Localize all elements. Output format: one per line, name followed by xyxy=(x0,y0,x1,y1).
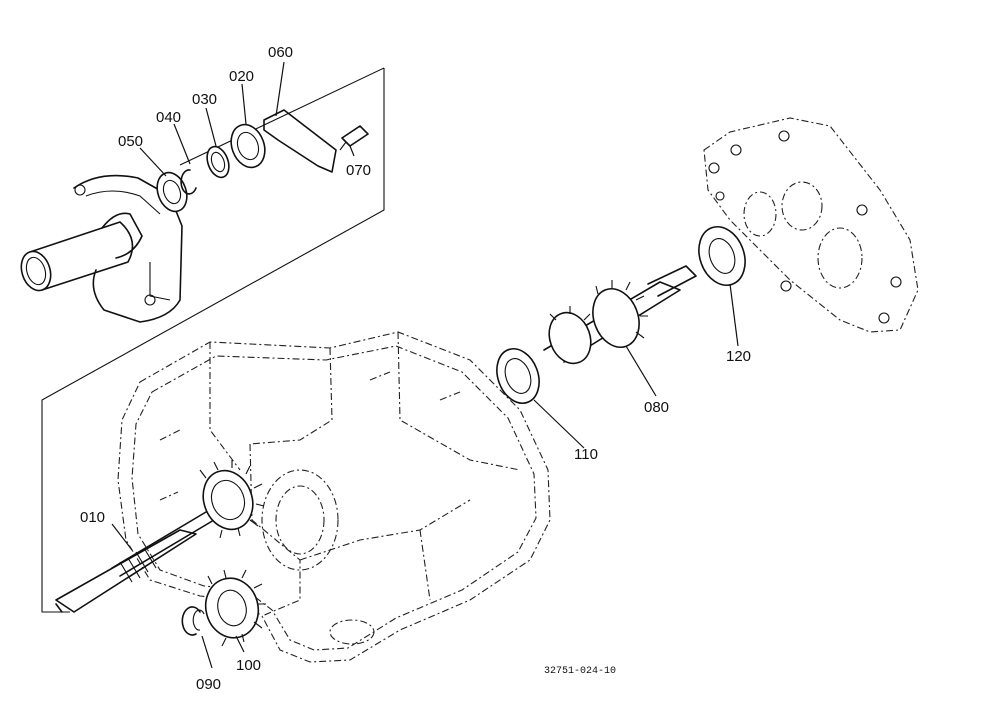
label-060: 060 xyxy=(268,44,293,61)
label-020: 020 xyxy=(229,68,254,85)
transmission-case xyxy=(117,331,551,663)
label-080: 080 xyxy=(644,399,669,416)
label-070: 070 xyxy=(346,162,371,179)
label-010: 010 xyxy=(80,509,105,526)
bearing-cover-housing xyxy=(20,174,183,323)
label-100: 100 xyxy=(236,657,261,674)
leader-lines xyxy=(111,61,739,669)
lower-gear-and-circlip xyxy=(181,569,266,647)
label-050: 050 xyxy=(118,133,143,150)
figure-code: 32751-024-10 xyxy=(544,666,616,677)
rear-cover-plate xyxy=(703,117,919,333)
label-120: 120 xyxy=(726,348,751,365)
label-040: 040 xyxy=(156,109,181,126)
countershaft-assembly xyxy=(496,226,746,404)
label-110: 110 xyxy=(574,446,598,463)
upper-small-parts xyxy=(156,109,369,213)
part-labels: 060 020 030 040 050 070 010 100 090 110 … xyxy=(80,44,751,693)
input-shaft-gear xyxy=(55,460,265,613)
label-090: 090 xyxy=(196,676,221,693)
label-030: 030 xyxy=(192,91,217,108)
